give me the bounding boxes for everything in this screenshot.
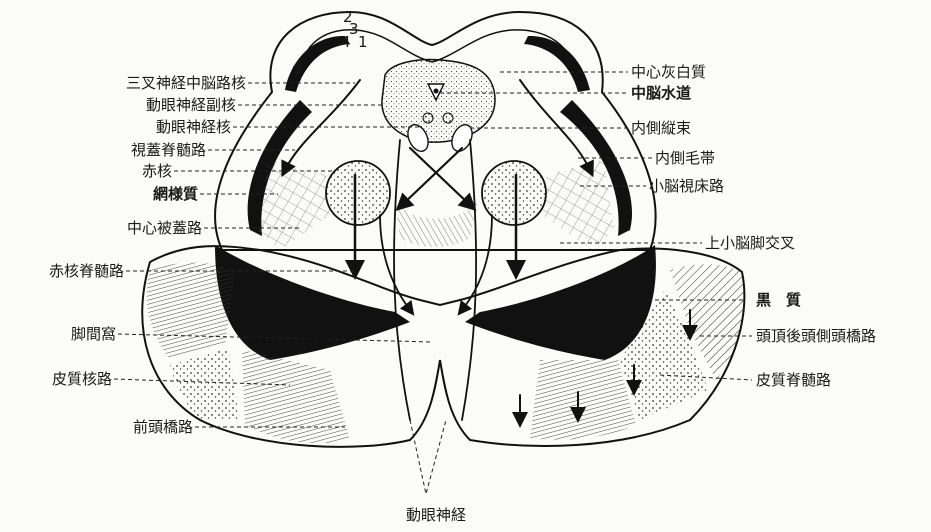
oculomotor-nerve-left <box>394 140 410 420</box>
decussation-hatch <box>395 200 478 247</box>
frontopontine-region-left <box>147 263 235 360</box>
corticonuclear-region-left <box>170 348 240 420</box>
oculomotor-nucleus-dot-1 <box>423 113 433 123</box>
label-interpeduncular-fossa: 脚間窩 <box>71 325 116 343</box>
oculomotor-nerve-right <box>462 140 476 420</box>
label-substantia-nigra: 黒 質 <box>756 291 801 309</box>
oculomotor-nucleus-dot-2 <box>443 113 453 123</box>
label-tectospinal-tract: 視蓋脊髄路 <box>131 141 206 159</box>
label-accessory-oculomotor-nucleus: 動眼神経副核 <box>146 96 236 114</box>
layer-num-1: 1 <box>358 33 368 51</box>
label-parietotemporal-pontine-tract: 頭頂後頭側頭橋路 <box>756 327 876 345</box>
reticular-formation-right <box>542 160 614 250</box>
tectospinal-cross-1 <box>410 148 470 205</box>
layer-num-4: 4 <box>341 33 351 51</box>
label-rubrospinal-tract: 赤核脊髄路 <box>49 262 124 280</box>
label-mesencephalic-trigeminal-nucleus: 三叉神経中脳路核 <box>126 74 246 92</box>
central-gray-matter <box>382 60 495 143</box>
tectospinal-cross-2 <box>402 148 462 205</box>
corticospinal-region-right <box>530 360 636 440</box>
label-cerebral-aqueduct: 中脳水道 <box>631 84 691 102</box>
aqueduct-dot <box>434 89 439 94</box>
label-oculomotor-nucleus: 動眼神経核 <box>156 118 231 136</box>
label-frontopontine-tract: 前頭橋路 <box>133 418 193 436</box>
label-medial-longitudinal-fasciculus: 内側縦束 <box>631 119 691 137</box>
label-oculomotor-nerve: 動眼神経 <box>406 506 466 524</box>
label-medial-lemniscus: 内側毛帯 <box>655 149 715 167</box>
oculomotor-nerve-exit <box>410 420 446 494</box>
reticular-formation-left <box>258 160 330 250</box>
corticospinal-region-left <box>242 350 350 443</box>
layer-num-7: 7 <box>292 63 302 81</box>
label-central-gray: 中心灰白質 <box>631 63 706 81</box>
tectum-black-arc-right <box>524 36 590 92</box>
substantia-nigra-band-right <box>465 245 656 360</box>
label-corticonuclear-tract: 皮質核路 <box>52 370 112 388</box>
label-corticospinal-tract: 皮質脊髄路 <box>756 371 831 389</box>
label-red-nucleus: 赤核 <box>142 162 172 180</box>
label-reticular-formation: 網様質 <box>153 185 198 203</box>
label-central-tegmental-tract: 中心被蓋路 <box>127 219 202 237</box>
label-cerebellothalamic-tract: 小脳視床路 <box>649 177 724 195</box>
label-superior-cerebellar-peduncle-decussation: 上小脳脚交叉 <box>705 234 795 252</box>
